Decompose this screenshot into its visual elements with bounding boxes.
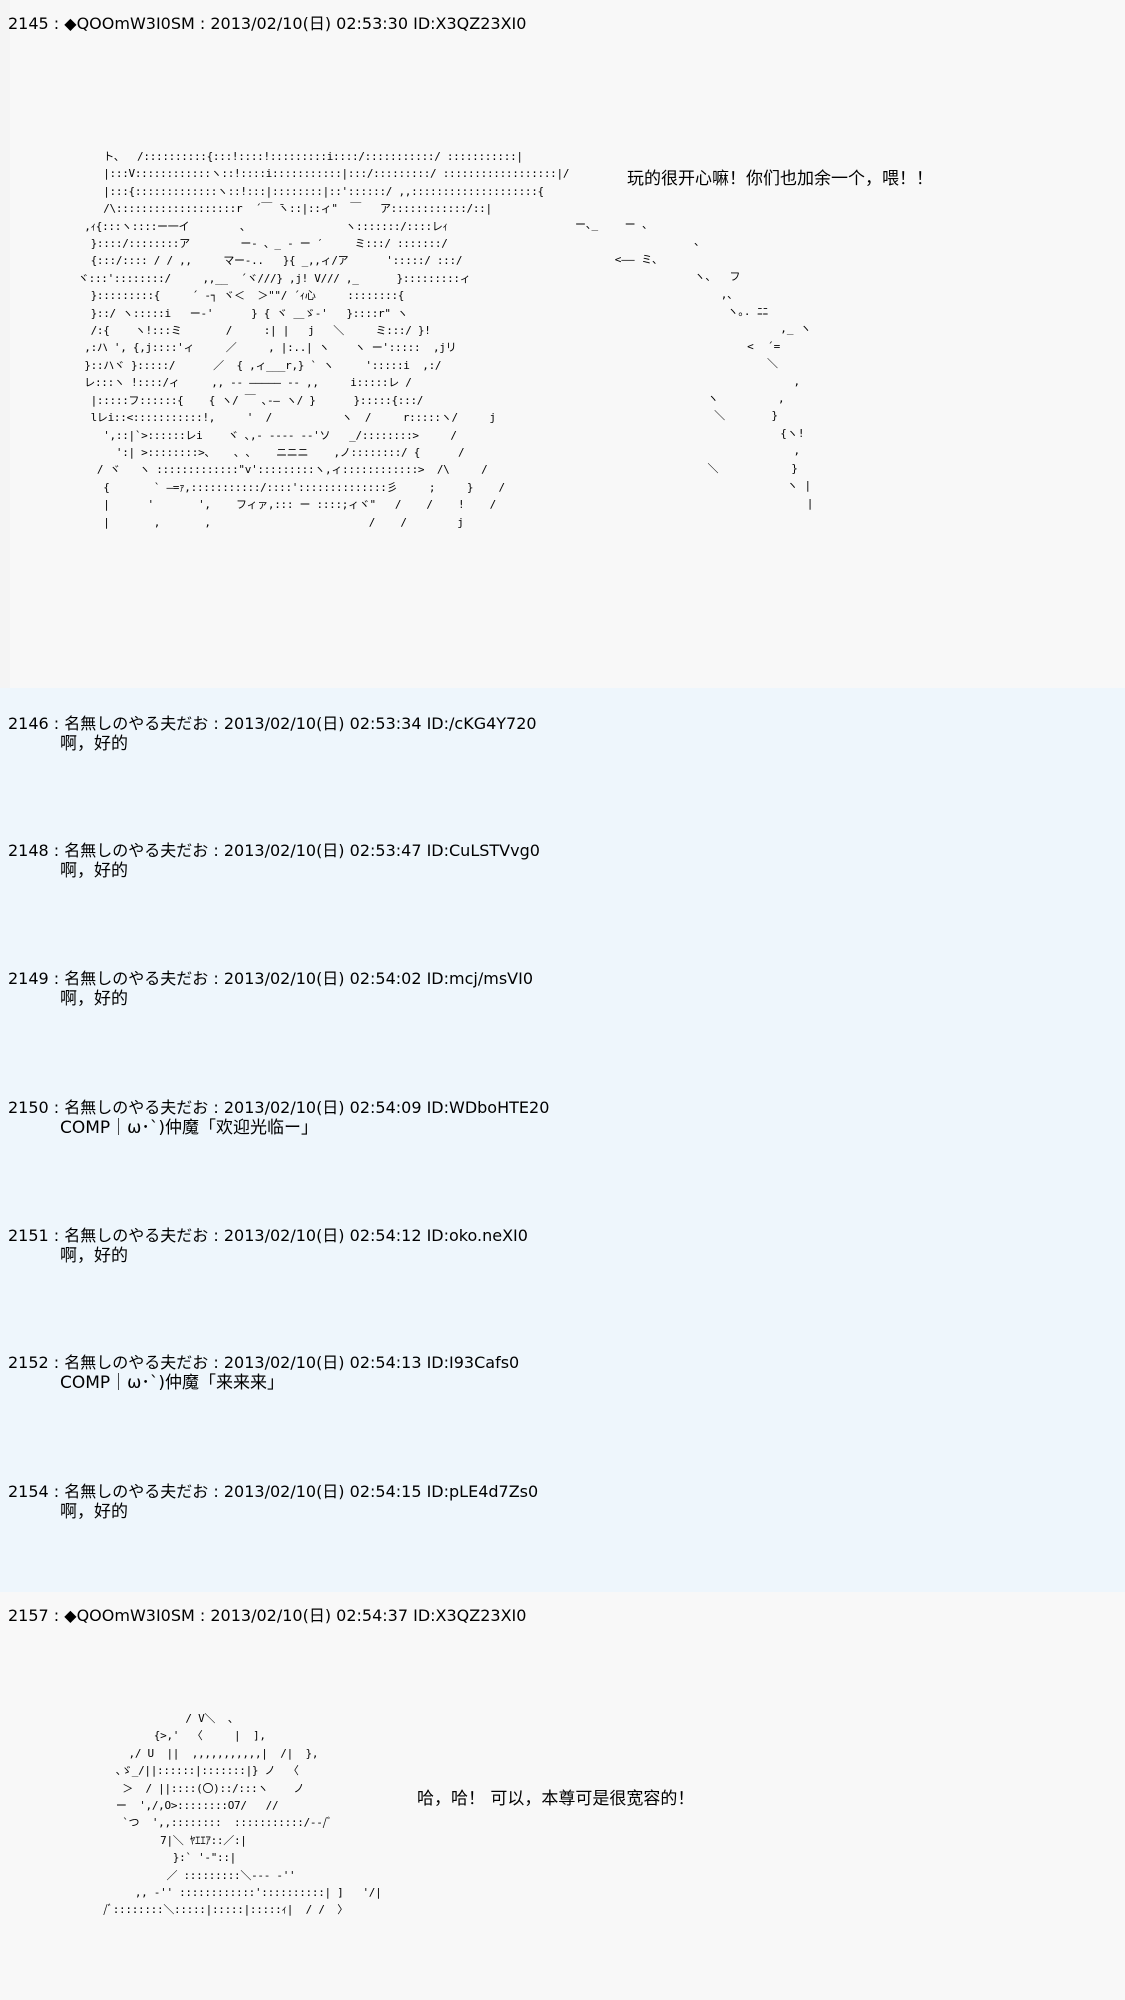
post-body-2149: 啊，好的 <box>60 989 128 1009</box>
post-2157: 2157 : ◆QOOmW3I0SM : 2013/02/10(日) 02:54… <box>0 1592 1125 2000</box>
post-2145: 2145 : ◆QOOmW3I0SM : 2013/02/10(日) 02:53… <box>0 0 1125 688</box>
post-header-2148: 2148 : 名無しのやる夫だお : 2013/02/10(日) 02:53:4… <box>8 841 540 860</box>
ascii-art-character: / V＼ 、 {>,' 〈 | ], ,/ U || ,,,,,,,,,,,| … <box>103 1712 382 1917</box>
post-body-2151: 啊，好的 <box>60 1246 128 1266</box>
post-body-2150: COMP｜ω･`)仲魔「欢迎光临ー」 <box>60 1118 319 1138</box>
speech-text: 玩的很开心嘛！你们也加余一个，喂！！ <box>627 169 933 189</box>
post-header-2149: 2149 : 名無しのやる夫だお : 2013/02/10(日) 02:54:0… <box>8 969 533 988</box>
post-header-2150: 2150 : 名無しのやる夫だお : 2013/02/10(日) 02:54:0… <box>8 1098 550 1117</box>
post-header-2151: 2151 : 名無しのやる夫だお : 2013/02/10(日) 02:54:1… <box>8 1226 528 1245</box>
post-header-2154: 2154 : 名無しのやる夫だお : 2013/02/10(日) 02:54:1… <box>8 1482 539 1501</box>
post-body-2148: 啊，好的 <box>60 861 128 881</box>
ascii-art-effect: ー､_ ー ､ ､ <―― ミ､ ヽ、 フ ,､ ヽ｡. ﾆﾆ ,_ ヽ < ´… <box>575 218 814 510</box>
post-header-2146: 2146 : 名無しのやる夫だお : 2013/02/10(日) 02:53:3… <box>8 714 537 733</box>
margin-strip <box>0 0 10 688</box>
post-body-2154: 啊，好的 <box>60 1502 128 1522</box>
ascii-art-character: ト、 /::::::::::{:::!::::!:::::::::i::::/:… <box>77 150 570 529</box>
post-header: 2157 : ◆QOOmW3I0SM : 2013/02/10(日) 02:54… <box>8 1606 527 1625</box>
post-header: 2145 : ◆QOOmW3I0SM : 2013/02/10(日) 02:53… <box>8 14 527 33</box>
post-body-2146: 啊，好的 <box>60 734 128 754</box>
replies-section: 2146 : 名無しのやる夫だお : 2013/02/10(日) 02:53:3… <box>0 688 1125 1592</box>
post-header-2152: 2152 : 名無しのやる夫だお : 2013/02/10(日) 02:54:1… <box>8 1353 520 1372</box>
post-body-2152: COMP｜ω･`)仲魔「来来来」 <box>60 1373 285 1393</box>
speech-text: 哈，哈！ 可以，本尊可是很宽容的！ <box>417 1789 695 1809</box>
